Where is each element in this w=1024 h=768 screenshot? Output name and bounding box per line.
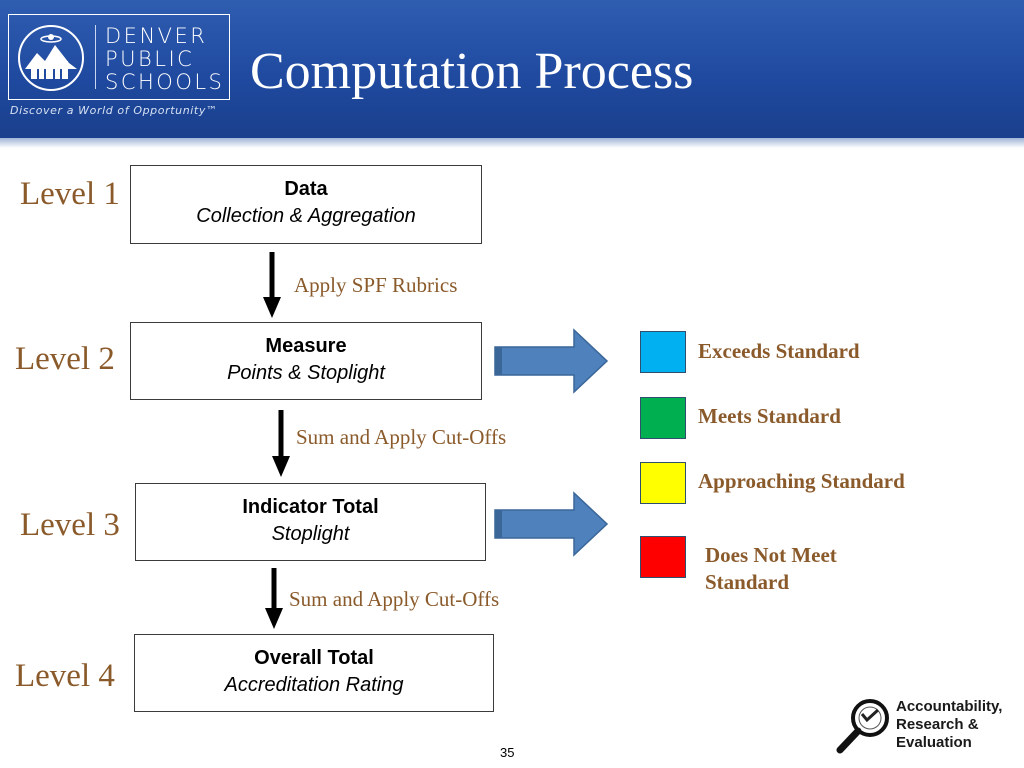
overall-total-box-subtitle: Accreditation Rating [224,674,404,696]
meets-swatch [640,397,686,439]
are-line-3: Evaluation [896,734,972,751]
down-arrow-3 [265,568,283,629]
approaching-label: Approaching Standard [698,469,905,493]
dps-emblem-icon [18,25,84,91]
level-2-label: Level 2 [15,341,115,377]
data-box-subtitle: Collection & Aggregation [196,205,416,227]
level-1-label: Level 1 [20,176,120,212]
measure-box-subtitle: Points & Stoplight [227,362,385,384]
are-logo[interactable]: Accountability, Research & Evaluation [834,694,1018,756]
page-number: 35 [500,745,515,760]
level-4-label: Level 4 [15,658,115,694]
exceeds-label: Exceeds Standard [698,339,860,363]
measure-box: Measure Points & Stoplight [130,322,482,400]
slide-title: Computation Process [250,43,694,100]
level-3-label: Level 3 [20,507,120,543]
right-arrow-level-3 [494,491,609,557]
measure-box-title: Measure [265,335,347,357]
meets-label: Meets Standard [698,404,841,428]
indicator-total-box: Indicator Total Stoplight [135,483,486,561]
logo-tagline: Discover a World of Opportunity™ [10,104,218,117]
are-line-2: Research & [896,716,979,733]
overall-total-box-title: Overall Total [254,647,374,669]
logo-word-3: SCHOOLS [105,70,225,94]
data-box-title: Data [284,178,328,200]
logo-divider [95,25,96,89]
exceeds-swatch [640,331,686,373]
header-divider [0,138,1024,148]
does-not-meet-swatch [640,536,686,578]
down-arrow-2 [272,410,290,477]
logo-word-2: PUBLIC [105,47,195,71]
magnifier-icon [836,699,889,754]
indicator-total-box-title: Indicator Total [242,496,379,518]
right-arrow-level-2 [494,328,609,394]
dps-logo[interactable]: DENVER PUBLIC SCHOOLS [8,14,230,100]
does-not-meet-label: Does Not Meet Standard [705,543,837,594]
step-label-1: Apply SPF Rubrics [294,273,458,297]
are-line-1: Accountability, [896,698,1003,715]
logo-word-1: DENVER [105,24,208,48]
approaching-swatch [640,462,686,504]
header-banner: DENVER PUBLIC SCHOOLS Discover a World o… [0,0,1024,138]
step-label-3: Sum and Apply Cut-Offs [289,587,500,611]
data-box: Data Collection & Aggregation [130,165,482,244]
overall-total-box: Overall Total Accreditation Rating [134,634,494,712]
step-label-2: Sum and Apply Cut-Offs [296,425,507,449]
indicator-total-box-subtitle: Stoplight [271,523,350,545]
down-arrow-1 [263,252,281,318]
